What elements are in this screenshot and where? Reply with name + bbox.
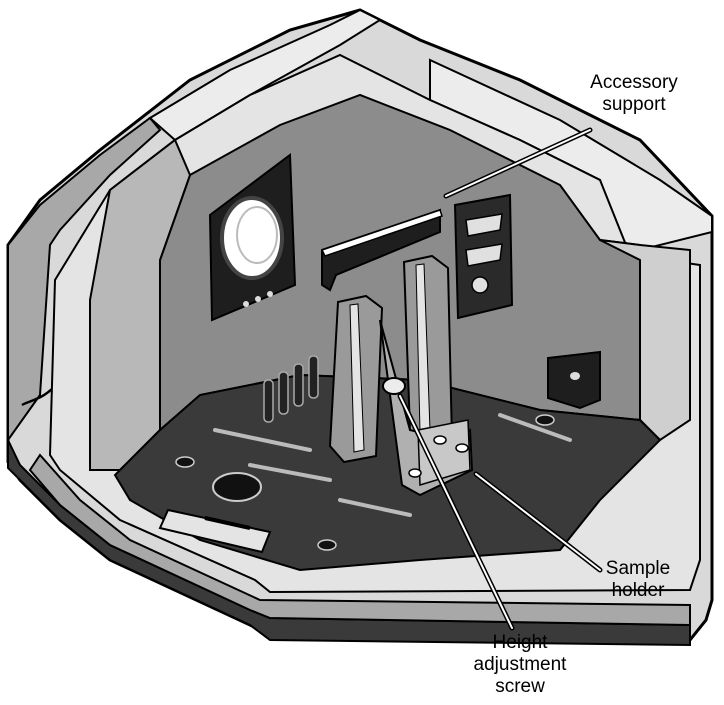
- pin: [293, 363, 304, 407]
- callout-text: adjustment: [473, 654, 567, 675]
- floor-hole: [175, 456, 195, 468]
- floor-hole: [535, 414, 555, 426]
- floor-slots: [213, 413, 572, 517]
- callout-text: Accessory: [590, 72, 678, 93]
- callout-text: Height: [492, 632, 548, 653]
- coax-connector: [471, 276, 489, 294]
- mounting-screw: [455, 443, 469, 453]
- callout-text: screw: [495, 676, 545, 697]
- floor-hole-large: [212, 472, 262, 502]
- right-wall: [599, 239, 691, 442]
- callout-accessory-support: Accessory support: [578, 72, 690, 116]
- leader-lines: [397, 127, 603, 631]
- callout-text: support: [602, 94, 666, 115]
- beam-port-led: [243, 301, 249, 307]
- callout-height-adjustment-screw: Height adjustment screw: [462, 632, 578, 698]
- floor-hole: [317, 539, 337, 551]
- beam-port-window: [220, 196, 284, 280]
- pin: [308, 355, 319, 399]
- floor-slot: [498, 413, 572, 442]
- beam-port-led: [267, 291, 273, 297]
- callout-text: holder: [611, 580, 665, 601]
- pin: [278, 371, 289, 415]
- connector-panel: [453, 193, 514, 320]
- mounting-screw: [408, 468, 422, 478]
- mounting-screw: [433, 435, 447, 445]
- serial-connector: [465, 243, 503, 267]
- baseplate: [113, 355, 662, 572]
- height-adjustment-screw-knob: [382, 377, 406, 395]
- sample-holder: [328, 254, 474, 497]
- callout-text: Sample: [605, 558, 671, 579]
- serial-connector: [465, 213, 503, 237]
- floor-slot: [248, 463, 332, 482]
- housing-front-lip: [28, 453, 691, 627]
- callout-sample-holder: Sample holder: [598, 558, 678, 602]
- right-mount-block: [547, 350, 601, 410]
- housing-left-side: [7, 116, 162, 444]
- beam-port: [208, 153, 297, 322]
- floor-slot: [338, 498, 412, 517]
- floor-slot: [213, 428, 312, 452]
- alignment-pins: [263, 355, 319, 423]
- pin: [263, 379, 274, 423]
- beam-port-led: [255, 296, 261, 302]
- accessory-support: [320, 208, 443, 292]
